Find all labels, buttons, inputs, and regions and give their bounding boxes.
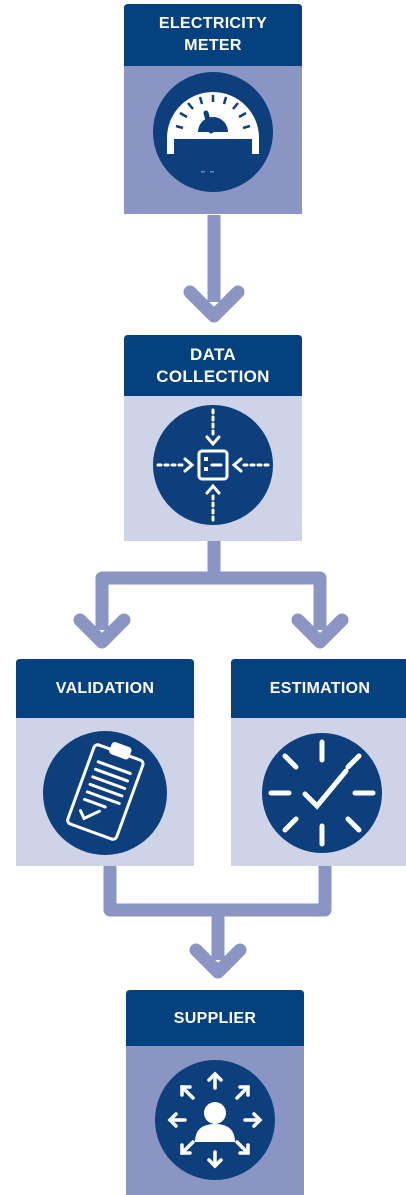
node-header — [16, 659, 194, 718]
node-header — [126, 990, 304, 1046]
arrowhead-estimation — [291, 613, 349, 649]
node-header — [124, 4, 302, 66]
connectors — [73, 215, 349, 979]
node-electricity-meter — [124, 4, 302, 214]
node-validation — [16, 659, 194, 866]
node-header — [231, 659, 406, 718]
arrowhead-supplier — [189, 943, 247, 979]
clock-icon — [262, 733, 382, 853]
node-title-supplier: SUPPLIER — [173, 1010, 257, 1027]
node-supplier — [126, 990, 304, 1195]
node-header — [124, 335, 302, 396]
node-title-estimation: ESTIMATION — [269, 680, 371, 697]
node-data-collection — [124, 335, 302, 541]
connector-merge — [103, 866, 332, 917]
node-title-validation: VALIDATION — [55, 680, 155, 697]
arrowhead-collection — [183, 285, 245, 323]
node-title-data-collection: DATA COLLECTION — [156, 345, 270, 386]
gauge-icon — [153, 72, 273, 192]
distribute-icon — [155, 1060, 275, 1180]
clipboard-icon — [43, 731, 167, 855]
node-estimation — [231, 659, 406, 866]
collect-icon — [153, 405, 273, 525]
node-title-electricity-meter: ELECTRICITY METER — [158, 15, 268, 54]
arrowhead-validation — [73, 613, 131, 649]
connector-collection-split — [95, 571, 327, 630]
